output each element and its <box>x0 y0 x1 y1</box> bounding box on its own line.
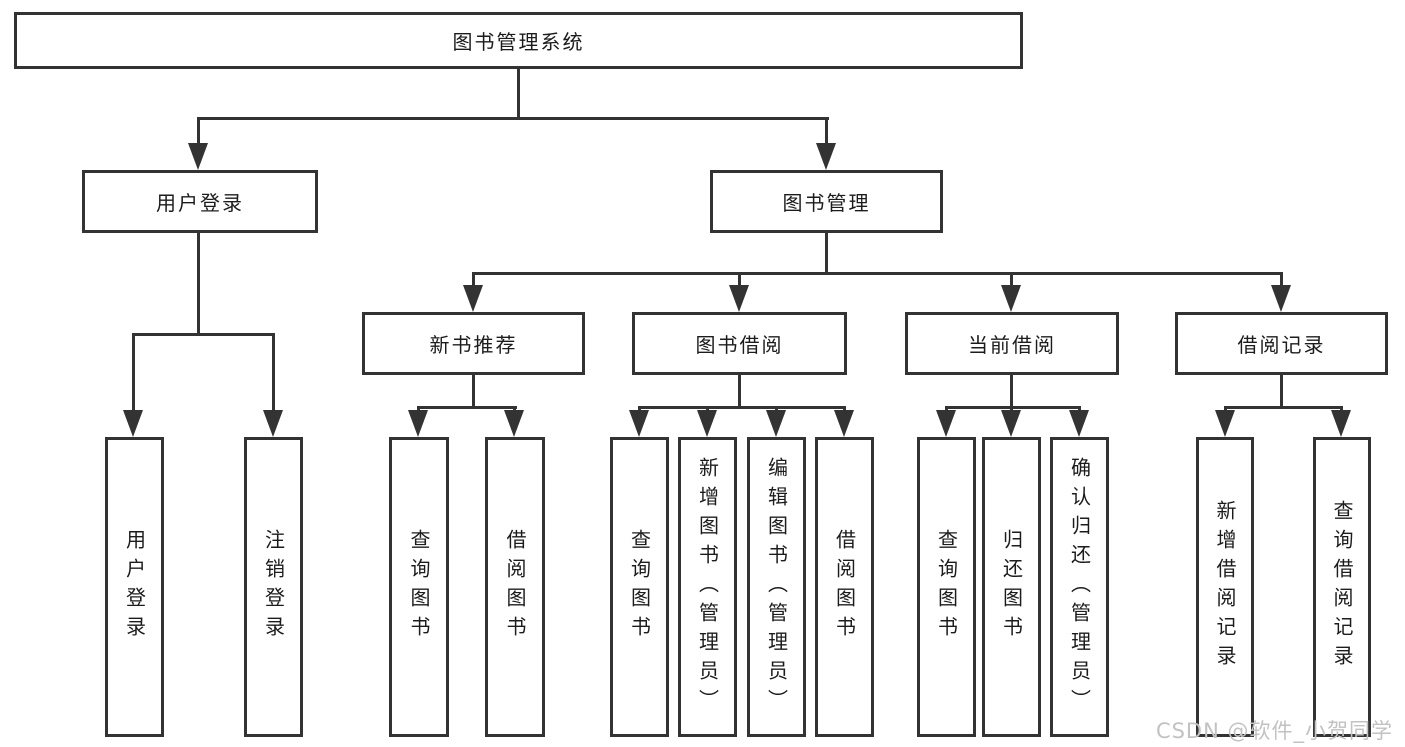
leaf-confirm-return-admin: 确认归还（管理员） <box>1050 437 1109 737</box>
connector-stem-book-borrow <box>738 272 741 292</box>
leaf-query-books-recommend: 查询图书 <box>389 437 449 737</box>
leaf-add-books-admin: 新增图书（管理员） <box>678 437 737 737</box>
node-new-book-recommend: 新书推荐 <box>362 312 585 375</box>
connector-stem-leaf <box>272 333 275 413</box>
arrowhead-icon <box>123 410 143 437</box>
node-borrowing-records: 借阅记录 <box>1175 312 1388 375</box>
node-book-management: 图书管理 <box>710 170 943 233</box>
connector-stem-new-book <box>472 272 475 292</box>
arrowhead-icon <box>463 285 483 312</box>
csdn-watermark: CSDN @软件_小贺同学 <box>1155 719 1393 743</box>
arrowhead-icon <box>1331 410 1351 437</box>
arrowhead-icon <box>629 410 649 437</box>
connector-bar <box>638 406 846 409</box>
connector-drop <box>472 375 475 409</box>
connector-drop <box>1010 375 1013 409</box>
leaf-borrow-books-recommend: 借阅图书 <box>485 437 545 737</box>
node-current-borrowing: 当前借阅 <box>905 312 1119 375</box>
node-user-login: 用户登录 <box>82 170 318 233</box>
connector-stem-leaf <box>132 333 135 413</box>
arrowhead-icon <box>816 143 836 170</box>
arrowhead-icon <box>263 410 283 437</box>
connector-bookmgmt-bar <box>472 272 1283 275</box>
arrowhead-icon <box>1069 410 1089 437</box>
connector-userlogin-bar <box>133 333 275 336</box>
leaf-user-login: 用户登录 <box>105 437 164 737</box>
arrowhead-icon <box>1001 410 1021 437</box>
arrowhead-icon <box>188 143 208 170</box>
node-library-system: 图书管理系统 <box>14 12 1023 69</box>
arrowhead-icon <box>766 410 786 437</box>
connector-drop <box>1280 375 1283 409</box>
leaf-add-borrow-record: 新增借阅记录 <box>1196 437 1254 737</box>
connector-bar <box>945 406 1081 409</box>
arrowhead-icon <box>1215 410 1235 437</box>
connector-root-bar <box>197 117 829 120</box>
connector-drop <box>738 375 741 409</box>
leaf-return-books: 归还图书 <box>982 437 1041 737</box>
leaf-borrow-books-borrowing: 借阅图书 <box>815 437 874 737</box>
leaf-query-books-current: 查询图书 <box>917 437 976 737</box>
connector-stem-current-borrow <box>1010 272 1013 292</box>
connector-userlogin-drop <box>197 233 200 336</box>
arrowhead-icon <box>729 285 749 312</box>
leaf-logout: 注销登录 <box>244 437 303 737</box>
node-book-borrowing: 图书借阅 <box>632 312 847 375</box>
connector-stem-user-login <box>197 117 200 149</box>
arrowhead-icon <box>1001 285 1021 312</box>
arrowhead-icon <box>1271 285 1291 312</box>
connector-bar <box>417 406 517 409</box>
arrowhead-icon <box>697 410 717 437</box>
arrowhead-icon <box>504 410 524 437</box>
connector-stem-book-management <box>825 117 828 149</box>
arrowhead-icon <box>834 410 854 437</box>
connector-bookmgmt-drop <box>825 233 828 275</box>
connector-root-drop <box>517 69 520 120</box>
arrowhead-icon <box>936 410 956 437</box>
connector-bar <box>1224 406 1343 409</box>
leaf-query-books-borrowing: 查询图书 <box>610 437 669 737</box>
connector-stem-borrow-records <box>1280 272 1283 292</box>
leaf-query-borrow-record: 查询借阅记录 <box>1313 437 1371 737</box>
leaf-edit-books-admin: 编辑图书（管理员） <box>747 437 806 737</box>
arrowhead-icon <box>408 410 428 437</box>
